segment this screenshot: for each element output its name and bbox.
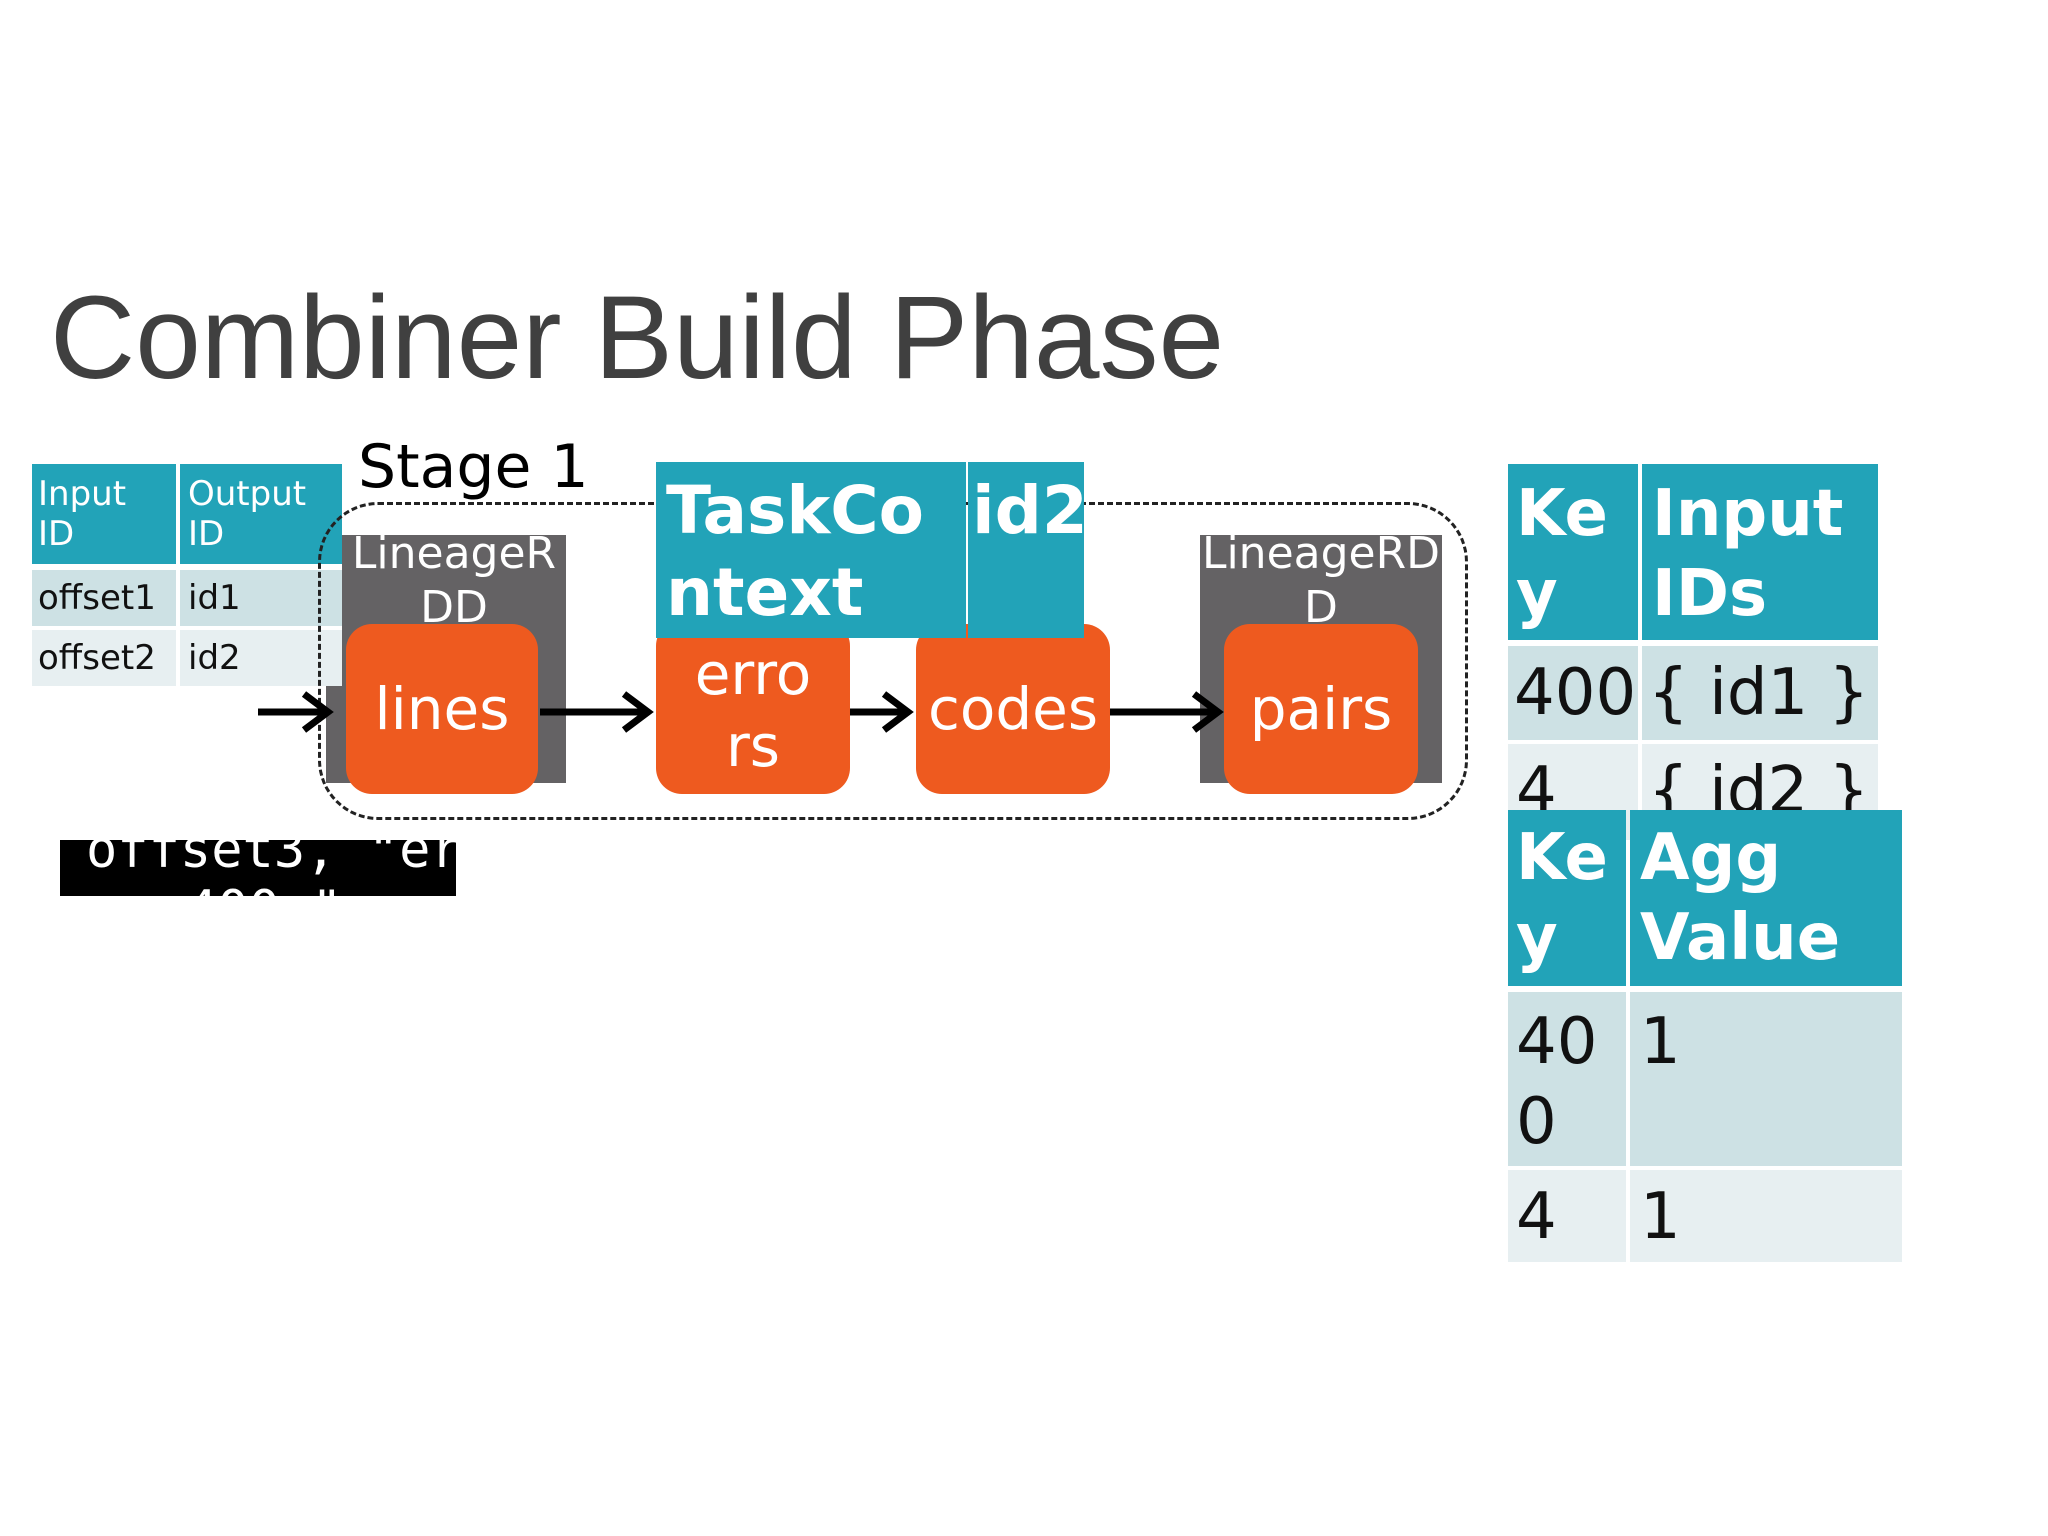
cell-key-400: 400 — [1514, 656, 1637, 730]
header-output-id: Output ID — [188, 474, 307, 554]
header-input-id: Input ID — [38, 474, 127, 554]
node-errors: errors — [656, 620, 850, 794]
header-key: Key — [1516, 477, 1608, 631]
node-lines-label: lines — [374, 675, 510, 743]
arrow-codes-to-pairs — [1110, 691, 1224, 733]
node-lines: lines — [346, 624, 538, 794]
arrow-lines-to-errors — [540, 691, 654, 733]
node-pairs: pairs — [1224, 624, 1418, 794]
table-header: Input IDs — [1642, 464, 1878, 640]
lineage-rdd-left-label: LineageRDD — [351, 528, 557, 633]
table-row-cell: { id1 } — [1642, 646, 1878, 740]
table-header: Input ID — [32, 464, 176, 564]
table-row-cell: offset2 — [32, 630, 176, 686]
table-row-cell: 400 — [1508, 646, 1638, 740]
arrow-errors-to-codes — [850, 691, 914, 733]
cell-offset2: offset2 — [38, 638, 156, 678]
task-context-value: id2 — [972, 472, 1084, 549]
record-line-2: 400 " — [86, 880, 456, 896]
cell-key-4: 4 — [1516, 1180, 1557, 1254]
stage-label: Stage 1 — [358, 432, 589, 502]
cell-agg-1: 1 — [1640, 1180, 1681, 1254]
header-agg-value: Agg Value — [1640, 821, 1841, 975]
task-context-label: TaskContext — [666, 472, 925, 631]
table-row-cell: 1 — [1630, 992, 1902, 1166]
cell-agg-1: 1 — [1640, 1005, 1681, 1079]
node-codes: codes — [916, 624, 1110, 794]
record-line-1: offset3, "error — [86, 840, 456, 880]
cell-ids-id1: { id1 } — [1648, 656, 1870, 730]
table-row-cell: 1 — [1630, 1170, 1902, 1262]
table-row-cell: id2 — [180, 630, 342, 686]
node-codes-label: codes — [927, 675, 1099, 743]
lineage-rdd-right-label: LineageRDD — [1201, 528, 1441, 633]
node-pairs-label: pairs — [1249, 675, 1393, 743]
table-row-cell: 400 — [1508, 992, 1626, 1166]
table-header: Agg Value — [1630, 810, 1902, 986]
record-box: offset3, "error 400 " — [60, 840, 456, 896]
record-text: offset3, "error 400 " — [86, 840, 456, 896]
slide-title: Combiner Build Phase — [50, 272, 1225, 404]
table-row-cell: 4 — [1508, 1170, 1626, 1262]
table-header: Output ID — [180, 464, 342, 564]
cell-id2: id2 — [188, 638, 241, 678]
cell-offset1: offset1 — [38, 578, 156, 618]
table-header: Key — [1508, 464, 1638, 640]
table-row-cell: id1 — [180, 570, 342, 626]
arrow-into-lines — [258, 691, 334, 733]
task-context-label-cell: TaskContext — [656, 462, 966, 638]
table-row-cell: offset1 — [32, 570, 176, 626]
header-input-ids: Input IDs — [1652, 477, 1844, 631]
cell-id1: id1 — [188, 578, 241, 618]
node-errors-label: errors — [694, 640, 812, 780]
task-context-value-cell: id2 — [968, 462, 1084, 638]
header-key: Key — [1516, 821, 1608, 975]
table-header: Key — [1508, 810, 1626, 986]
cell-key-400: 400 — [1516, 1005, 1598, 1159]
